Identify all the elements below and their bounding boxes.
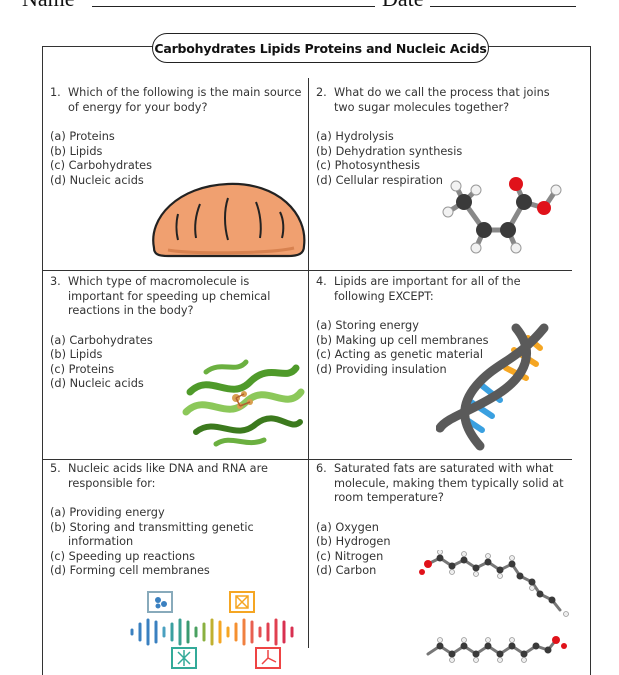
question-number: 3. <box>50 275 61 288</box>
question-1: 1. Which of the following is the main sou… <box>50 86 305 188</box>
option-b[interactable]: (b) Lipids <box>50 144 103 158</box>
option-a[interactable]: (a) Storing energy <box>316 319 419 332</box>
question-4: 4. Lipids are important for all of the fo… <box>316 275 566 377</box>
molecule-icon <box>442 177 562 254</box>
option-a[interactable]: (a) Proteins <box>50 130 115 143</box>
option-a[interactable]: (a) Hydrolysis <box>316 130 394 143</box>
protein-structure-icon <box>182 359 305 447</box>
option-d[interactable]: (d) Providing insulation <box>316 362 447 376</box>
question-number: 1. <box>50 86 61 99</box>
column-divider <box>308 78 309 648</box>
question-number: 4. <box>316 275 327 288</box>
option-c[interactable]: (c) Photosynthesis <box>316 159 421 172</box>
option-c[interactable]: (c) Acting as genetic material <box>316 348 483 361</box>
dna-helix-icon <box>436 323 549 451</box>
option-a[interactable]: (a) Providing energy <box>50 506 165 519</box>
question-number: 6. <box>316 462 327 475</box>
option-d[interactable]: (d) Cellular respiration <box>316 173 443 187</box>
date-blank-line[interactable] <box>430 6 576 7</box>
question-stem: Which type of macromolecule is important… <box>68 275 271 317</box>
option-b[interactable]: (b) Dehydration synthesis <box>316 144 463 158</box>
option-a[interactable]: (a) Carbohydrates <box>50 333 153 347</box>
date-label: Date <box>382 0 424 10</box>
bread-loaf-icon <box>152 182 306 258</box>
option-c[interactable]: (c) Carbohydrates <box>50 159 153 172</box>
option-b[interactable]: (b) Making up cell membranes <box>316 333 489 347</box>
option-a[interactable]: (a) Oxygen <box>316 520 379 534</box>
question-stem: Saturated fats are saturated with what m… <box>334 462 564 504</box>
option-d[interactable]: (d) Nucleic acids <box>50 377 144 390</box>
option-b[interactable]: (b) Hydrogen <box>316 535 391 548</box>
option-b-continued[interactable]: information <box>68 535 134 548</box>
fatty-acid-chains-icon <box>419 550 569 663</box>
question-5: 5. Nucleic acids like DNA and RNA are res… <box>50 462 305 579</box>
question-6: 6. Saturated fats are saturated with what… <box>316 462 571 579</box>
option-b[interactable]: (b) Storing and transmitting genetic <box>50 520 254 534</box>
dna-infographic-icon <box>130 591 294 669</box>
option-b[interactable]: (b) Lipids <box>50 348 103 361</box>
row-divider-1 <box>42 270 572 271</box>
question-stem: Which of the following is the main sourc… <box>68 86 302 114</box>
option-c[interactable]: (c) Speeding up reactions <box>50 549 196 563</box>
question-stem: What do we call the process that joins t… <box>334 86 550 114</box>
worksheet-title: Carbohydrates Lipids Proteins and Nuclei… <box>152 33 489 63</box>
question-number: 5. <box>50 462 61 475</box>
name-blank-line[interactable] <box>92 6 375 7</box>
name-label: Name <box>22 0 75 10</box>
question-stem: Nucleic acids like DNA and RNA are respo… <box>68 462 268 490</box>
question-2: 2. What do we call the process that joins… <box>316 86 566 188</box>
option-d[interactable]: (d) Nucleic acids <box>50 173 144 187</box>
question-3: 3. Which type of macromolecule is importa… <box>50 275 305 392</box>
option-d[interactable]: (d) Forming cell membranes <box>50 564 210 577</box>
option-d[interactable]: (d) Carbon <box>316 564 377 577</box>
question-stem: Lipids are important for all of the foll… <box>334 275 521 303</box>
option-c[interactable]: (c) Proteins <box>50 362 115 376</box>
question-number: 2. <box>316 86 327 99</box>
option-c[interactable]: (c) Nitrogen <box>316 549 384 563</box>
row-divider-2 <box>42 459 572 460</box>
